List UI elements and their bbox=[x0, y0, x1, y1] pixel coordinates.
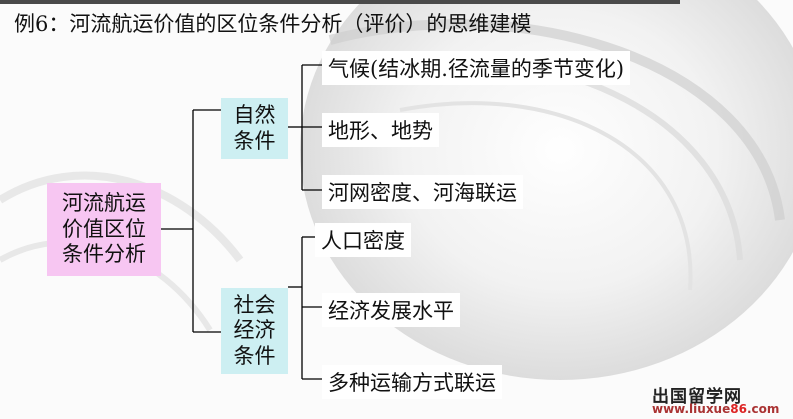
category-line: 社会 bbox=[233, 292, 276, 317]
root-line: 价值区位 bbox=[62, 216, 146, 241]
root-line: 河流航运 bbox=[62, 191, 146, 216]
watermark-url: www.liuxue86.com bbox=[652, 402, 780, 416]
header-bar bbox=[0, 0, 680, 4]
category-line: 自然 bbox=[233, 102, 276, 127]
root-node: 河流航运 价值区位 条件分析 bbox=[47, 183, 161, 276]
leaf-climate: 气候(结冰期.径流量的季节变化) bbox=[322, 51, 631, 85]
watermark-name: 出国留学网 bbox=[652, 387, 742, 407]
leaf-multimodal-transport: 多种运输方式联运 bbox=[322, 365, 502, 399]
natural-conditions-node: 自然 条件 bbox=[221, 98, 288, 159]
category-line: 条件 bbox=[233, 343, 276, 368]
leaf-population-density: 人口密度 bbox=[315, 223, 411, 257]
category-line: 经济 bbox=[233, 318, 276, 343]
leaf-river-network: 河网密度、河海联运 bbox=[322, 175, 523, 209]
socioeconomic-conditions-node: 社会 经济 条件 bbox=[221, 288, 288, 374]
category-line: 条件 bbox=[233, 128, 276, 153]
root-line: 条件分析 bbox=[62, 242, 146, 267]
page-title: 例6：河流航运价值的区位条件分析（评价）的思维建模 bbox=[14, 12, 532, 36]
leaf-terrain: 地形、地势 bbox=[322, 113, 439, 147]
leaf-economic-level: 经济发展水平 bbox=[322, 293, 460, 327]
